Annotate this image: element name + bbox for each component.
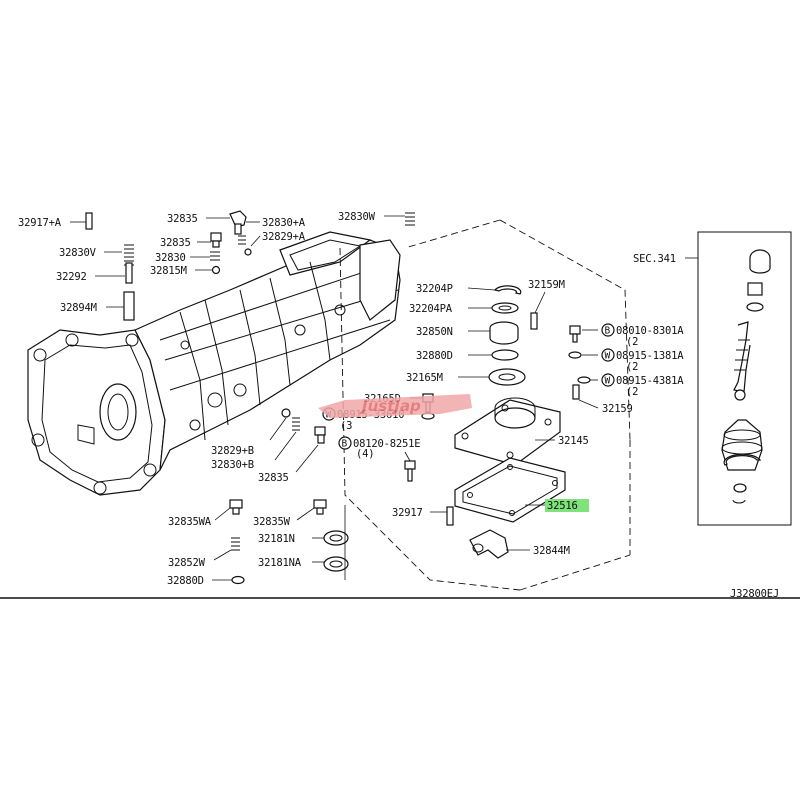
w-1381A-code: 08915-1381A bbox=[616, 350, 684, 362]
label-32894M: 32894M bbox=[60, 302, 97, 314]
label-32830: 32830 bbox=[155, 252, 186, 264]
label-32204PA: 32204PA bbox=[409, 303, 453, 315]
label-32830B: 32830+B bbox=[211, 459, 254, 471]
label-32204P: 32204P bbox=[416, 283, 453, 295]
label-32835WA: 32835WA bbox=[168, 516, 212, 528]
diagram-code: J32800EJ bbox=[730, 588, 779, 600]
label-32516: 32516 bbox=[547, 500, 578, 512]
label-32844M: 32844M bbox=[533, 545, 570, 557]
label-32829A: 32829+A bbox=[262, 231, 306, 243]
label-32815M: 32815M bbox=[150, 265, 187, 277]
b-8251E-prefix: B bbox=[342, 439, 348, 450]
label-32880D: 32880D bbox=[416, 350, 453, 362]
b-8251E-qty: (4) bbox=[356, 448, 374, 460]
shift-lever-section bbox=[685, 231, 792, 526]
transmission-assembly bbox=[27, 231, 401, 496]
label-32835W: 32835W bbox=[253, 516, 291, 528]
b-8301A-prefix: B bbox=[605, 326, 611, 337]
b-8251E-code: 08120-8251E bbox=[353, 438, 420, 450]
left-loose-parts bbox=[70, 210, 415, 321]
watermark-text: JustJap bbox=[359, 397, 421, 415]
label-32159M: 32159M bbox=[528, 279, 565, 291]
label-32835-3: 32835 bbox=[258, 472, 289, 484]
label-32292: 32292 bbox=[56, 271, 87, 283]
lower-left-parts bbox=[212, 408, 349, 585]
w-1381A-prefix: W bbox=[605, 351, 611, 362]
shifter-assembly bbox=[339, 219, 631, 591]
label-32835-top: 32835 bbox=[167, 213, 198, 225]
b-8301A-code: 08010-8301A bbox=[616, 325, 684, 337]
label-32830V: 32830V bbox=[59, 247, 97, 259]
label-32145: 32145 bbox=[558, 435, 589, 447]
label-32181N: 32181N bbox=[258, 533, 295, 545]
label-32181NA: 32181NA bbox=[258, 557, 302, 569]
w-33610-qty: (3 bbox=[340, 420, 352, 432]
w-4381A-qty: (2 bbox=[626, 386, 638, 398]
w-4381A-code: 08915-4381A bbox=[616, 375, 684, 387]
watermark-logo: JustJap bbox=[318, 394, 472, 418]
part-labels: 32917+A 32830V 32292 32894M 32835 32835 … bbox=[18, 211, 676, 587]
label-32835-2: 32835 bbox=[160, 237, 191, 249]
label-32880D-2: 32880D bbox=[167, 575, 204, 587]
w-1381A-qty: (2 bbox=[626, 361, 638, 373]
label-32165M: 32165M bbox=[406, 372, 443, 384]
label-32852W: 32852W bbox=[168, 557, 206, 569]
b-8301A-qty: (2 bbox=[626, 336, 638, 348]
label-32516-highlight bbox=[545, 499, 589, 512]
w-4381A-prefix: W bbox=[605, 376, 611, 387]
label-32830A: 32830+A bbox=[262, 217, 306, 229]
label-32917A: 32917+A bbox=[18, 217, 62, 229]
section-ref: SEC.341 bbox=[633, 253, 676, 265]
label-32829B: 32829+B bbox=[211, 445, 254, 457]
label-32917: 32917 bbox=[392, 507, 423, 519]
label-32159: 32159 bbox=[602, 403, 633, 415]
label-32850N: 32850N bbox=[416, 326, 453, 338]
label-32830W: 32830W bbox=[338, 211, 376, 223]
